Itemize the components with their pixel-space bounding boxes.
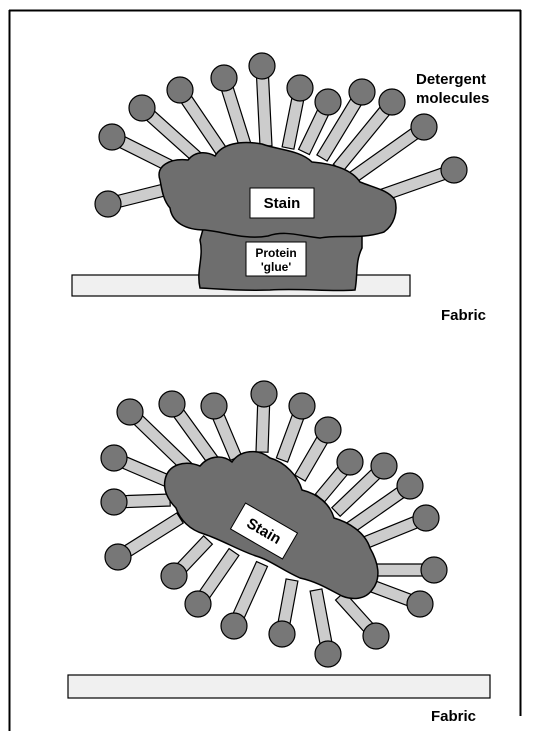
molecule-head (201, 393, 227, 419)
molecule-head (337, 449, 363, 475)
molecule-head (251, 381, 277, 407)
molecule-head (249, 53, 275, 79)
molecule-head (315, 89, 341, 115)
molecule-head (315, 417, 341, 443)
molecule-head (421, 557, 447, 583)
detergent-molecule (105, 513, 183, 570)
molecule-head (269, 621, 295, 647)
fabric-strip-bottom (68, 675, 490, 698)
molecule-head (349, 79, 375, 105)
molecule-head (315, 641, 341, 667)
detergent-molecule (370, 580, 433, 617)
molecule-head (117, 399, 143, 425)
fabric-label-top: Fabric (441, 307, 486, 324)
molecule-head (413, 505, 439, 531)
protein-label-line2: 'glue' (261, 260, 292, 274)
detergent-label-line1: Detergent (416, 71, 486, 88)
molecule-head (99, 124, 125, 150)
detergent-molecule (101, 489, 170, 515)
detergent-molecule (251, 381, 277, 452)
fabric-label-bottom: Fabric (431, 708, 476, 725)
molecule-head (105, 544, 131, 570)
molecule-head (411, 114, 437, 140)
molecule-head (185, 591, 211, 617)
molecule-head (95, 191, 121, 217)
detergent-molecule (249, 53, 275, 146)
detergent-molecule (269, 579, 298, 647)
molecule-head (101, 489, 127, 515)
molecule-head (397, 473, 423, 499)
molecule-head (129, 95, 155, 121)
molecule-head (161, 563, 187, 589)
detergent-molecule (336, 592, 389, 649)
molecule-head (167, 77, 193, 103)
detergent-molecule (372, 557, 447, 583)
stain-label-top: Stain (264, 195, 301, 212)
molecule-head (407, 591, 433, 617)
molecule-head (441, 157, 467, 183)
molecule-head (379, 89, 405, 115)
detergent-label-line2: molecules (416, 90, 489, 107)
molecule-head (159, 391, 185, 417)
molecule-head (289, 393, 315, 419)
protein-label-line1: Protein (255, 246, 296, 260)
molecule-head (211, 65, 237, 91)
molecule-head (287, 75, 313, 101)
detergent-molecule (161, 536, 212, 589)
molecule-head (101, 445, 127, 471)
detergent-molecule (221, 562, 267, 639)
molecule-head (371, 453, 397, 479)
molecule-head (363, 623, 389, 649)
molecule-head (221, 613, 247, 639)
